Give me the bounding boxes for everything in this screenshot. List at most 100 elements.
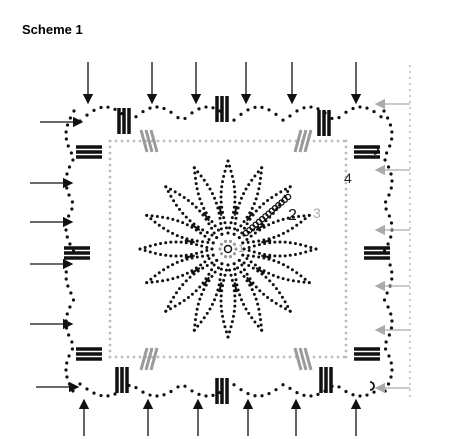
chain-stitch-icon [291, 279, 295, 283]
chain-stitch-icon [219, 304, 223, 308]
chain-stitch-icon [226, 159, 230, 163]
chain-stitch-icon [344, 259, 348, 263]
chain-stitch-icon [219, 299, 223, 303]
chain-stitch-icon [182, 195, 186, 199]
chain-stitch-icon [233, 227, 237, 231]
chain-stitch-icon [233, 222, 237, 226]
chain-stitch-icon [257, 255, 261, 259]
chain-stitch-icon [64, 137, 68, 141]
chain-stitch-icon [68, 305, 72, 309]
chain-stitch-icon [99, 105, 103, 110]
chain-stitch-icon [178, 301, 182, 305]
chain-stitch-icon [166, 190, 170, 194]
chain-stitch-icon [207, 222, 211, 226]
chain-stitch-icon [66, 284, 70, 288]
chain-stitch-icon [226, 335, 230, 339]
chain-stitch-icon [69, 256, 73, 260]
chain-stitch-icon [337, 115, 341, 120]
chain-stitch-icon [390, 130, 394, 134]
chain-stitch-icon [64, 277, 68, 281]
chain-stitch-icon [409, 107, 411, 109]
double-crochet-icon [233, 282, 238, 293]
chain-stitch-icon [169, 300, 173, 304]
chain-stitch-icon [210, 274, 214, 278]
direction-arrows [30, 62, 411, 436]
chain-stitch-icon [409, 173, 411, 175]
double-crochet-icon [149, 347, 159, 371]
chain-stitch-icon [194, 266, 198, 270]
chain-stitch-icon [204, 355, 208, 359]
double-crochet-icon [293, 347, 303, 371]
chain-stitch-icon [176, 275, 180, 279]
chain-stitch-icon [344, 223, 348, 227]
chain-stitch-icon [286, 278, 290, 282]
chain-stitch-icon [228, 355, 232, 359]
chain-stitch-icon [228, 268, 232, 272]
chain-stitch-icon [222, 139, 226, 143]
chain-stitch-icon [199, 174, 203, 178]
chain-stitch-icon [232, 252, 237, 256]
chain-stitch-icon [220, 309, 224, 313]
chain-stitch-icon [202, 316, 206, 320]
chain-stitch-icon [231, 314, 235, 318]
chain-stitch-icon [238, 293, 242, 297]
chain-stitch-icon [108, 331, 112, 335]
chain-stitch-icon [197, 392, 201, 396]
chain-stitch-icon [386, 116, 390, 120]
chain-stitch-icon [185, 223, 189, 227]
chain-stitch-icon [249, 234, 253, 238]
chain-stitch-icon [344, 289, 348, 293]
chain-stitch-icon [155, 105, 159, 109]
chain-stitch-icon [216, 139, 220, 143]
chain-stitch-icon [190, 202, 194, 206]
chain-stitch-icon [247, 263, 251, 267]
chain-stitch-icon [250, 206, 254, 210]
chain-stitch-icon [228, 330, 232, 334]
chain-stitch-icon [184, 253, 188, 257]
chain-stitch-icon [108, 217, 112, 221]
chain-stitch-icon [232, 232, 236, 236]
chain-stitch-icon [344, 187, 348, 191]
chain-stitch-icon [192, 222, 196, 226]
chain-stitch-icon [409, 197, 411, 199]
chain-stitch-icon [113, 107, 117, 111]
chain-stitch-icon [138, 355, 142, 359]
chain-stitch-icon [228, 226, 232, 230]
chain-stitch-icon [166, 229, 170, 233]
chain-stitch-icon [222, 216, 226, 220]
chain-stitch-icon [108, 235, 112, 239]
chain-stitch-icon [351, 393, 355, 397]
chain-stitch-icon [233, 267, 237, 271]
chain-stitch-icon [251, 240, 255, 244]
chain-stitch-icon [195, 187, 199, 191]
chain-stitch-icon [299, 243, 303, 247]
chain-stitch-icon [232, 205, 236, 209]
chain-stitch-icon [222, 278, 226, 282]
chain-stitch-icon [372, 109, 376, 114]
chain-stitch-icon [344, 205, 348, 209]
chain-stitch-icon [242, 302, 246, 306]
chain-stitch-icon [126, 355, 130, 359]
chain-stitch-icon [409, 161, 411, 163]
chain-stitch-icon [234, 355, 238, 359]
chain-stitch-icon [210, 261, 214, 265]
chain-stitch-icon [194, 289, 198, 293]
chain-stitch-icon [295, 223, 299, 227]
chain-stitch-icon [232, 242, 237, 246]
chain-stitch-icon [108, 265, 112, 269]
chain-stitch-icon [270, 355, 274, 359]
chain-stitch-icon [211, 241, 215, 245]
chain-stitch-icon [258, 228, 262, 232]
chain-stitch-icon [205, 231, 209, 235]
chain-stitch-icon [390, 137, 394, 141]
chain-stitch-icon [386, 242, 390, 246]
chain-stitch-icon [267, 108, 271, 112]
chain-stitch-icon [236, 228, 240, 232]
chain-stitch-icon [196, 225, 200, 229]
chain-stitch-icon [64, 179, 68, 183]
chain-stitch-icon [143, 245, 147, 249]
chain-stitch-icon [219, 294, 223, 298]
chain-stitch-icon [126, 139, 130, 143]
chain-stitch-icon [210, 192, 214, 196]
chain-stitch-icon [71, 158, 75, 162]
